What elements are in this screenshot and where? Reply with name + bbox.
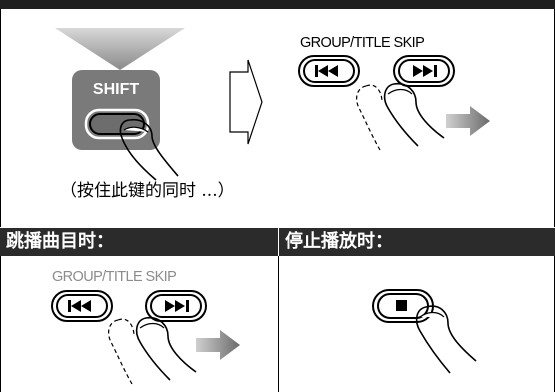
skip-forward-button-icon[interactable] xyxy=(393,55,455,87)
finger-icon xyxy=(119,118,179,181)
right-arrow-icon xyxy=(196,330,240,360)
right-chevron-arrow-icon xyxy=(229,59,263,145)
shift-label: SHIFT xyxy=(93,81,139,98)
finger-motion-icon xyxy=(356,82,445,151)
skip-back-button-icon[interactable] xyxy=(298,55,360,87)
down-arrow-icon xyxy=(55,28,185,70)
skip-forward-button-icon[interactable] xyxy=(145,290,207,322)
skip-back-button-icon[interactable] xyxy=(51,290,113,322)
group-title-skip-label-grey: GROUP/TITLE SKIP xyxy=(52,269,177,285)
hold-note: （按住此键的同时 ...） xyxy=(60,181,235,201)
section-header-stop: 停止播放时： xyxy=(279,228,555,256)
top-bar xyxy=(0,0,555,9)
group-title-skip-label: GROUP/TITLE SKIP xyxy=(300,35,425,51)
right-arrow-icon xyxy=(446,106,490,136)
finger-motion-icon xyxy=(108,316,197,385)
finger-icon xyxy=(415,305,477,374)
section-header-skip: 跳播曲目时： xyxy=(0,228,278,256)
